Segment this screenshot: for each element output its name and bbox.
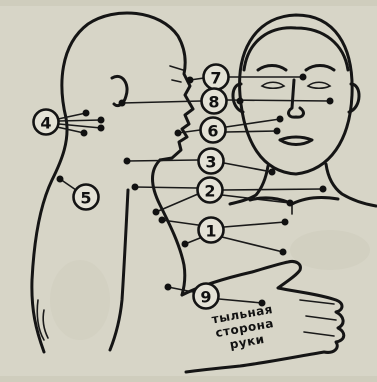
point-dot xyxy=(98,117,105,124)
point-dot xyxy=(277,116,284,123)
point-dot xyxy=(132,184,139,191)
point-badge-4: 4 xyxy=(34,110,59,135)
point-dot xyxy=(119,100,126,107)
point-dot xyxy=(269,169,276,176)
point-dot xyxy=(81,130,88,137)
point-label-6: 6 xyxy=(207,122,218,141)
point-dot xyxy=(280,249,287,256)
point-dot xyxy=(98,125,105,132)
leader-line-4-b xyxy=(59,120,101,121)
leader-line-6-right-b xyxy=(226,131,277,132)
point-dot xyxy=(287,200,294,207)
point-dot xyxy=(124,158,131,165)
point-label-3: 3 xyxy=(205,153,216,172)
point-dot xyxy=(83,110,90,117)
point-dot xyxy=(320,186,327,193)
point-label-8: 8 xyxy=(208,93,219,112)
point-label-4: 4 xyxy=(40,114,51,133)
point-badge-5: 5 xyxy=(74,185,99,210)
point-label-9: 9 xyxy=(200,288,211,307)
leader-line-2-left-a xyxy=(135,187,197,188)
point-dot xyxy=(57,176,64,183)
leader-line-3-left xyxy=(127,160,198,161)
point-dot xyxy=(153,209,160,216)
point-dot xyxy=(175,130,182,137)
point-label-2: 2 xyxy=(204,182,215,201)
point-label-1: 1 xyxy=(205,222,216,241)
point-badge-3: 3 xyxy=(199,149,224,174)
point-badge-8: 8 xyxy=(202,89,227,114)
point-label-5: 5 xyxy=(80,189,91,208)
point-dot xyxy=(274,128,281,135)
leader-line-2-right-a xyxy=(223,189,323,190)
point-dot xyxy=(159,217,166,224)
point-badge-1: 1 xyxy=(199,218,224,243)
point-badge-7: 7 xyxy=(204,65,229,90)
point-badge-6: 6 xyxy=(201,118,226,143)
point-dot xyxy=(165,284,172,291)
point-badge-9: 9 xyxy=(194,284,219,309)
point-dot xyxy=(327,98,334,105)
point-badge-2: 2 xyxy=(198,178,223,203)
point-dot xyxy=(182,241,189,248)
point-dot xyxy=(187,77,194,84)
point-label-7: 7 xyxy=(210,69,221,88)
point-dot xyxy=(300,74,307,81)
point-dot xyxy=(282,219,289,226)
point-dot xyxy=(237,98,244,105)
